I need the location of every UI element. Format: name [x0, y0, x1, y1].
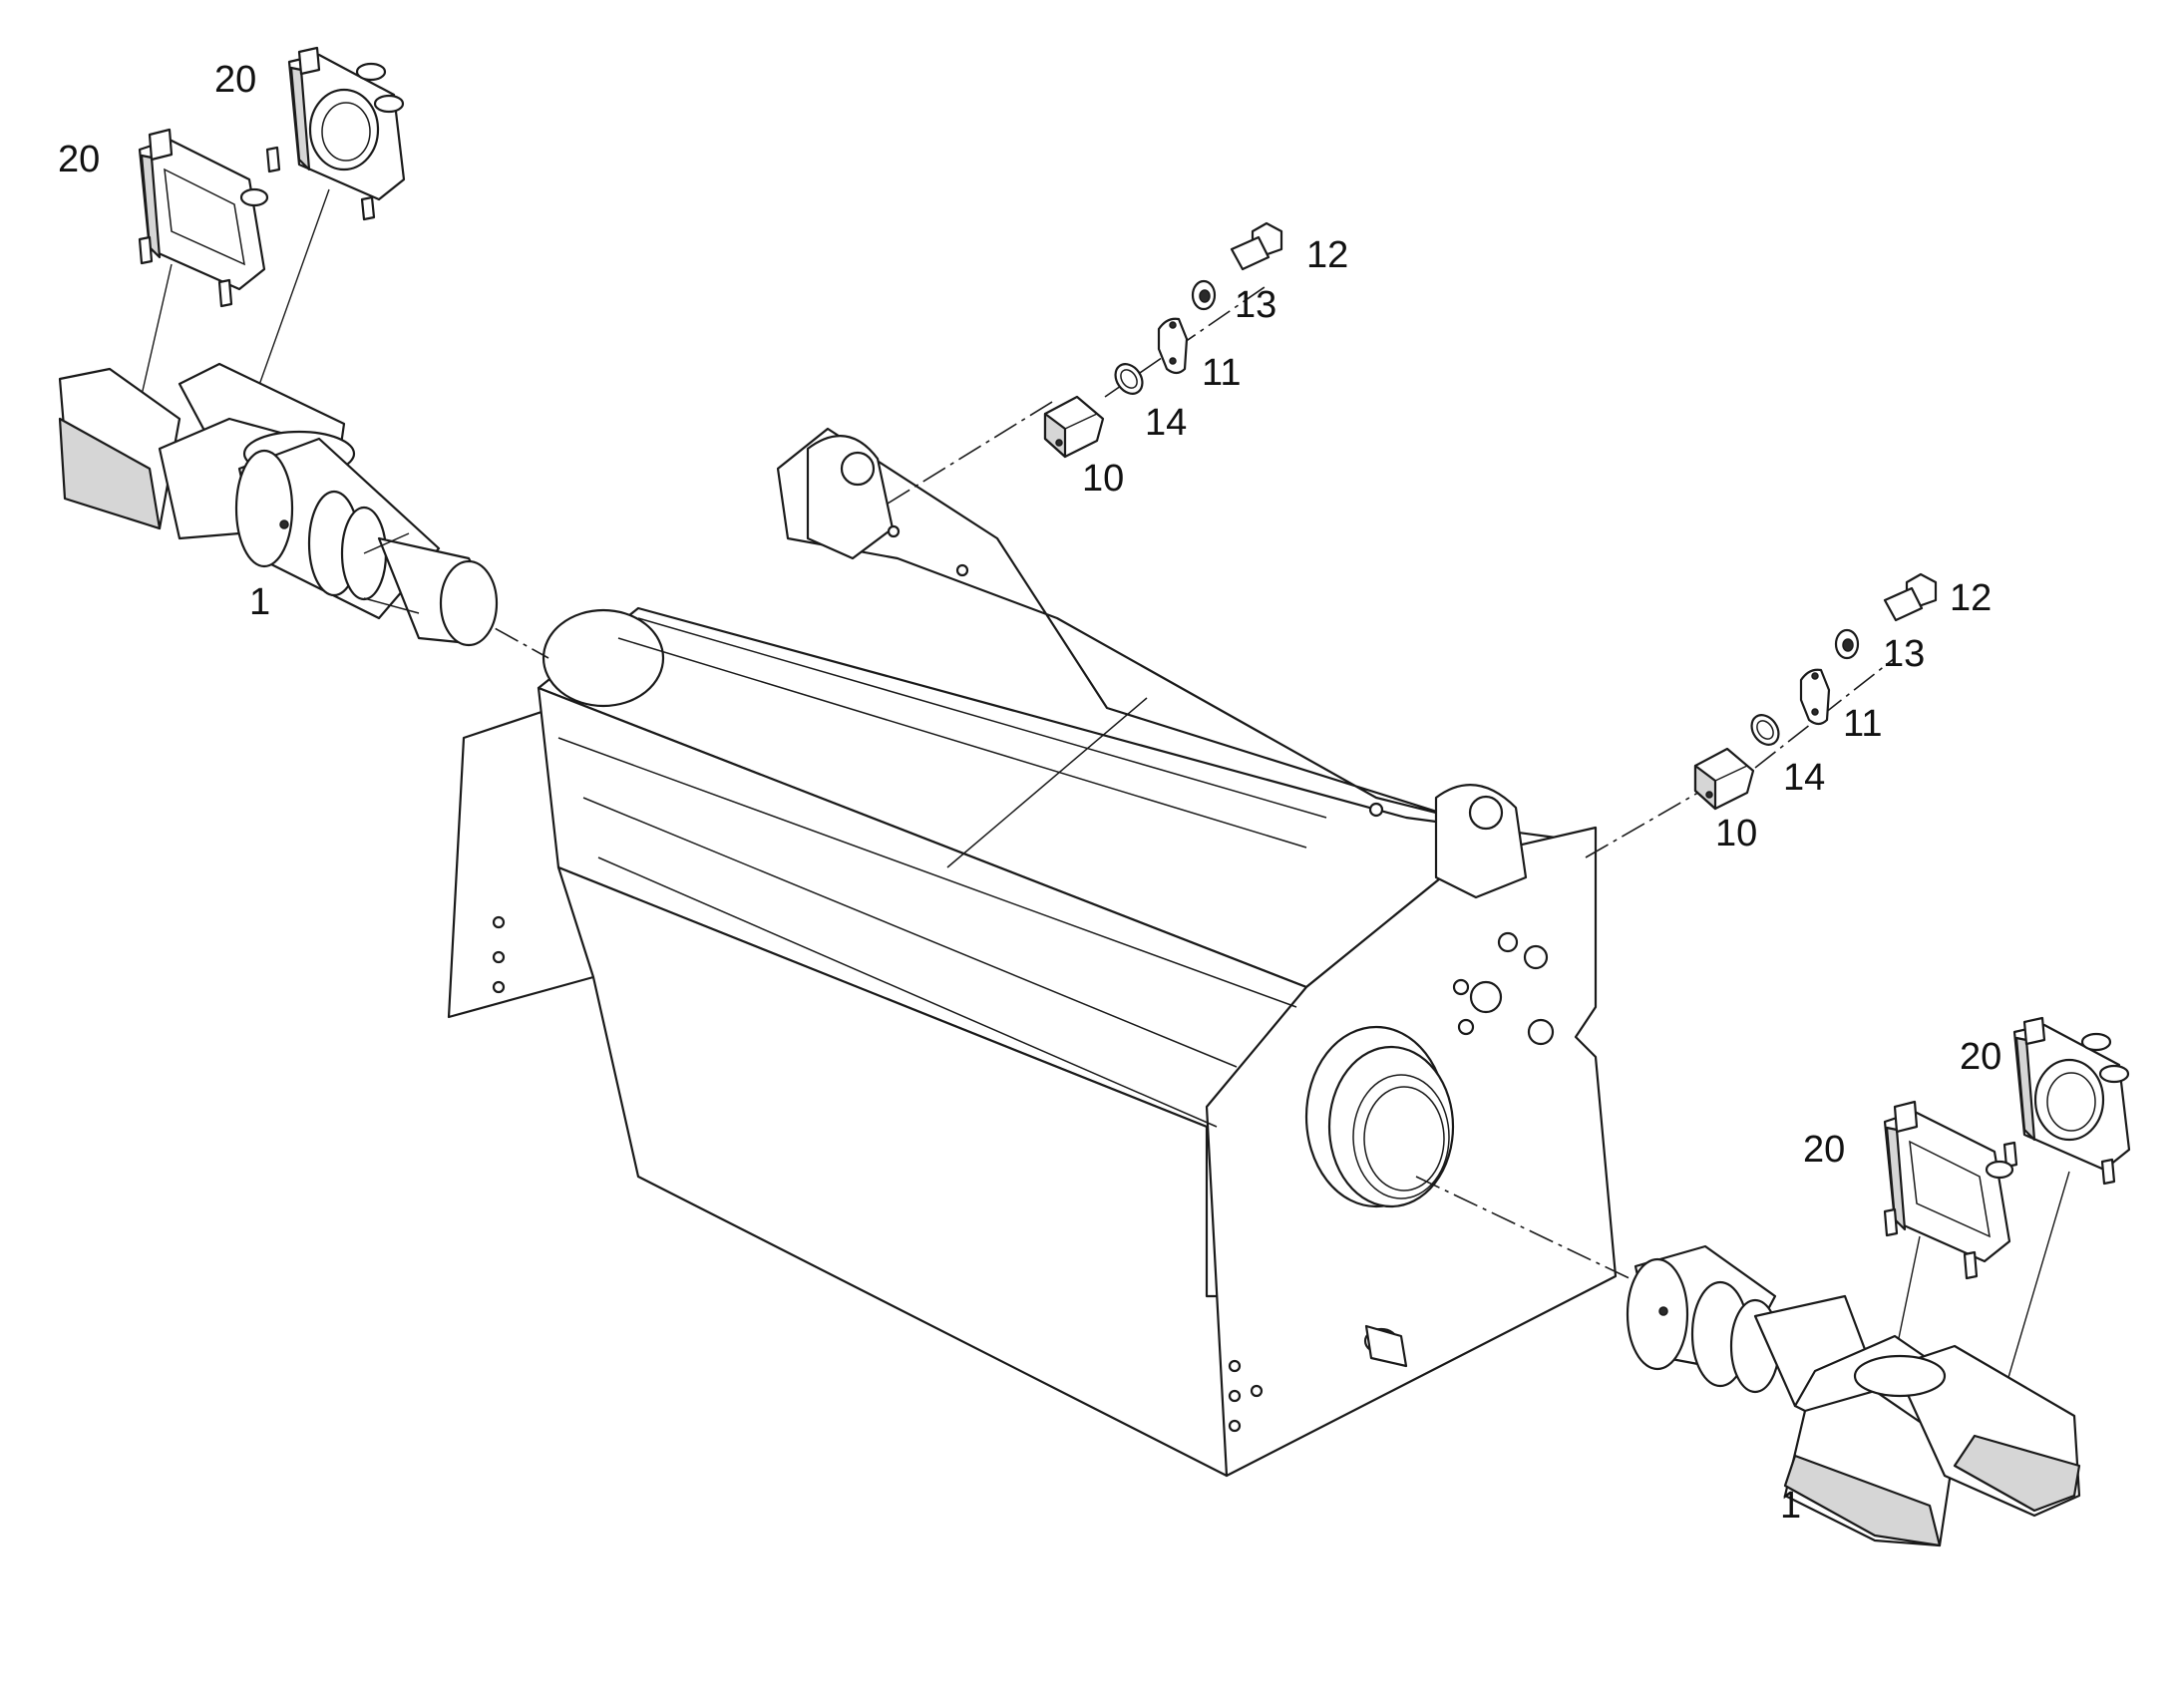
callout-right-bolt: 12 — [1950, 577, 1992, 619]
top-ring — [1114, 363, 1144, 395]
callout-top-bushing: 10 — [1082, 458, 1124, 500]
callout-top-washer: 13 — [1235, 284, 1276, 326]
callout-right-clamp-lower: 20 — [1803, 1129, 1845, 1171]
top-bolt — [1230, 221, 1283, 271]
left-clamp-lower — [138, 128, 269, 308]
left-clamp-lower-leader — [139, 263, 173, 405]
callout-right-bushing: 10 — [1715, 813, 1757, 854]
callout-right-clamp-upper: 20 — [1960, 1036, 2001, 1078]
right-ring — [1750, 714, 1780, 746]
top-washer — [1191, 279, 1217, 311]
callout-top-bolt: 12 — [1306, 234, 1348, 276]
callout-top-plate: 11 — [1202, 352, 1241, 394]
callout-top-ring: 14 — [1145, 402, 1187, 444]
right-washer — [1834, 628, 1860, 660]
callout-right-plate: 11 — [1843, 703, 1882, 745]
right-clamp-lower — [1883, 1100, 2014, 1280]
callout-right-pin: 1 — [1780, 1485, 1801, 1527]
main-frame — [447, 427, 1618, 1478]
left-clamp-upper — [265, 46, 406, 221]
top-plate — [1157, 317, 1189, 375]
right-clamp-upper — [2002, 1016, 2131, 1186]
top-bushing — [1043, 395, 1105, 459]
callout-left-pin: 1 — [249, 581, 270, 623]
left-clamp-upper-leader — [253, 188, 330, 400]
right-plate — [1799, 668, 1831, 726]
left-pin — [58, 362, 499, 647]
callout-left-clamp-lower: 20 — [58, 139, 100, 180]
right-pin — [1626, 1244, 2081, 1547]
callout-left-clamp-upper: 20 — [214, 59, 256, 101]
callout-right-ring: 14 — [1783, 757, 1825, 799]
right-clamp-upper-leader — [2003, 1171, 2070, 1392]
right-bolt — [1883, 572, 1938, 622]
callout-right-washer: 13 — [1883, 633, 1925, 675]
right-bushing — [1693, 747, 1755, 811]
